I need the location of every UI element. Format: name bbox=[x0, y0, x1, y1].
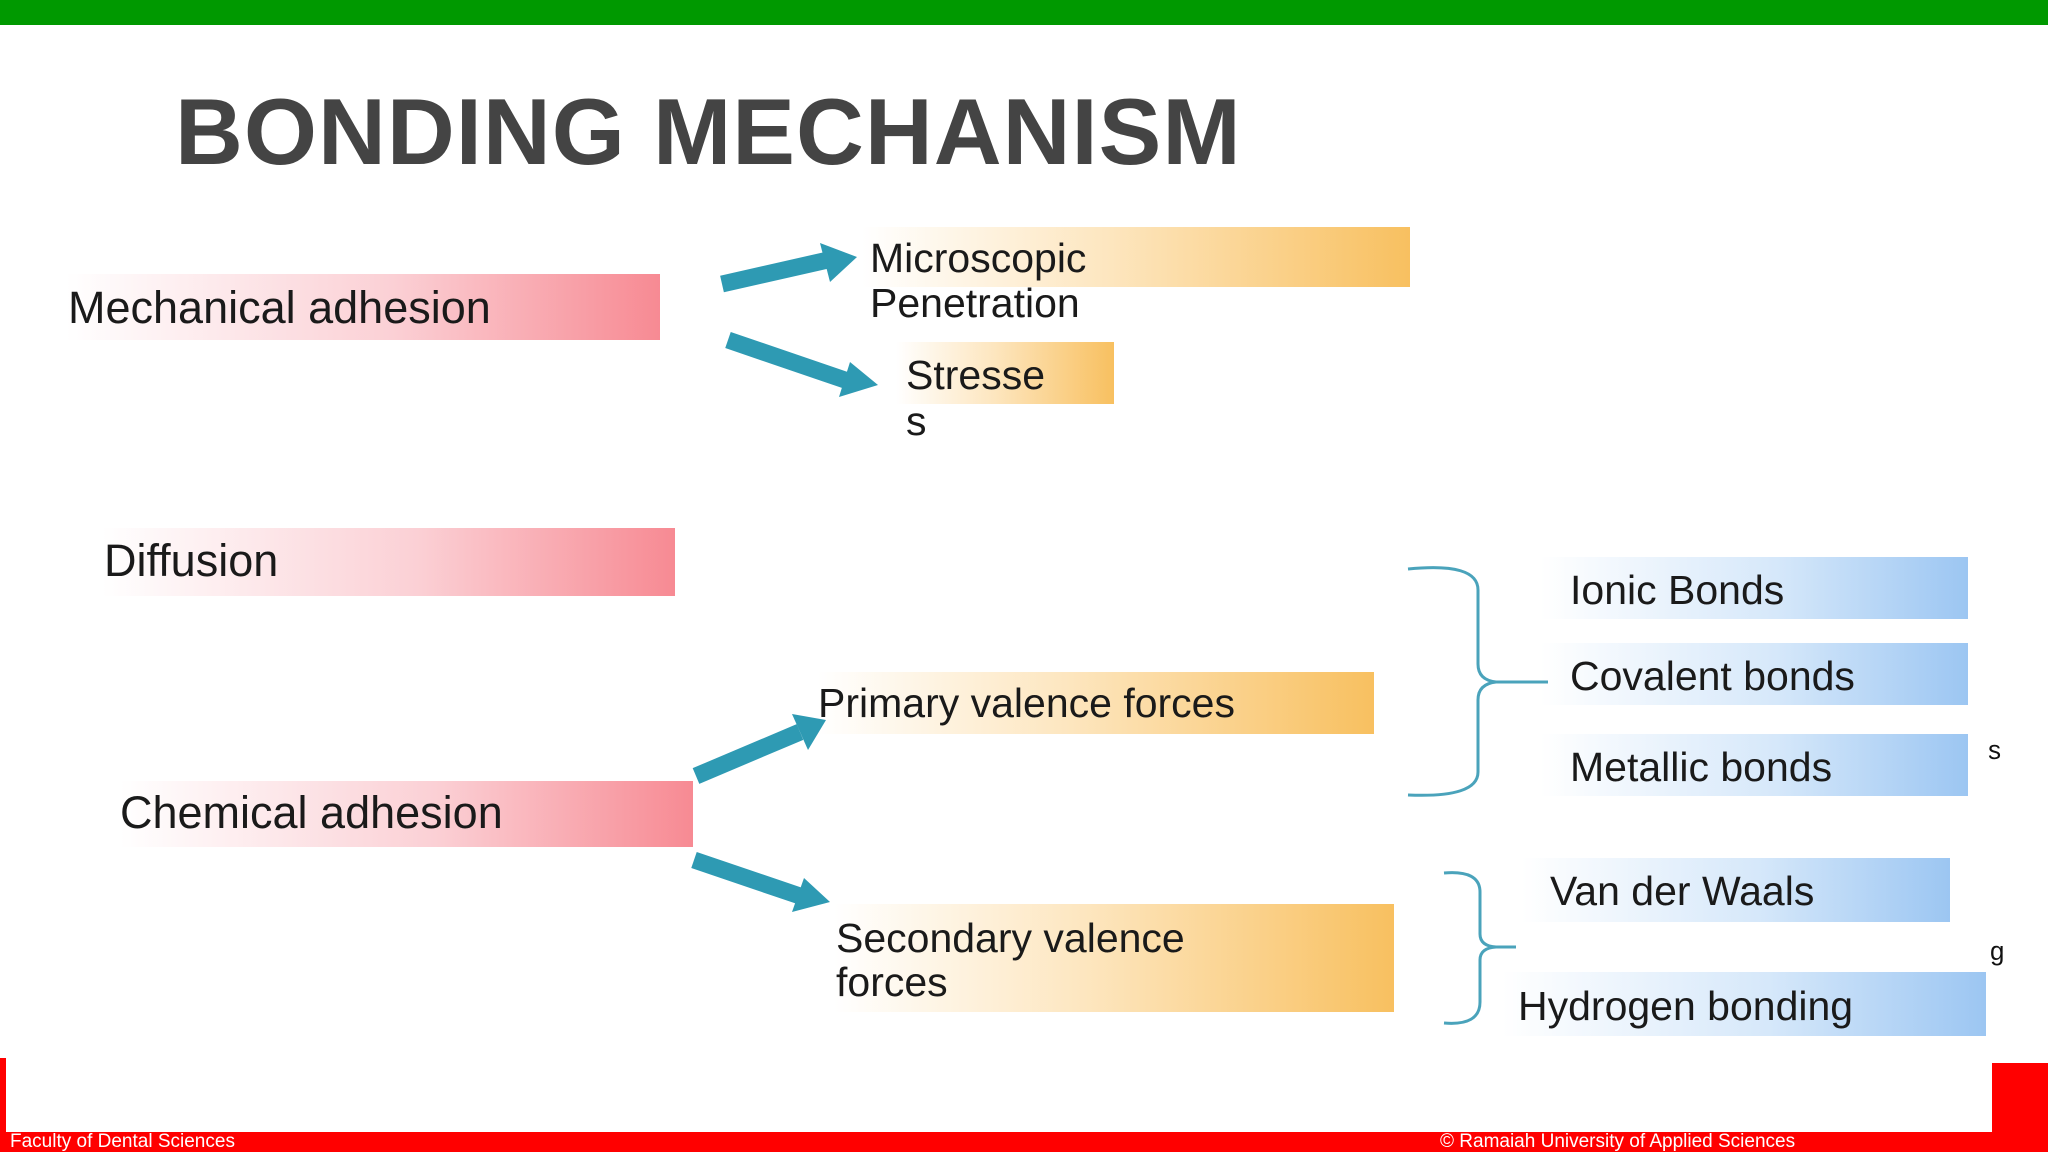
mechanical-adhesion-label: Mechanical adhesion bbox=[68, 282, 491, 333]
ionic-bonds-box bbox=[1540, 557, 1968, 619]
chemical-adhesion-box bbox=[120, 781, 693, 847]
arrow-to-stresses bbox=[725, 331, 878, 397]
footer-faculty-text: Faculty of Dental Sciences bbox=[10, 1131, 235, 1152]
arrow-to-microscopic-penetration bbox=[720, 243, 857, 293]
secondary-valence-forces-label-line1: Secondary valence bbox=[836, 915, 1185, 961]
footer-left-red-strip bbox=[0, 1058, 6, 1152]
primary-valence-forces-label: Primary valence forces bbox=[818, 680, 1235, 726]
microscopic-penetration-label-line2: Penetration bbox=[870, 280, 1080, 326]
primary-bonds-bracket bbox=[1407, 566, 1548, 797]
mechanical-adhesion-box bbox=[66, 274, 660, 340]
covalent-bonds-label: Covalent bonds bbox=[1570, 653, 1855, 699]
van-der-waals-label: Van der Waals bbox=[1550, 868, 1815, 914]
secondary-valence-forces-box bbox=[834, 904, 1394, 1012]
primary-valence-forces-box bbox=[818, 672, 1374, 734]
secondary-valence-forces-label-line2: forces bbox=[836, 959, 948, 1005]
footer-copyright-text: © Ramaiah University of Applied Sciences bbox=[1440, 1131, 1796, 1152]
stresses-label-line2: s bbox=[906, 398, 927, 444]
chemical-adhesion-label: Chemical adhesion bbox=[120, 787, 503, 838]
clipped-glyph-g: ᵍ bbox=[1990, 936, 2005, 978]
slide-title: BONDING MECHANISM bbox=[175, 79, 1242, 184]
metallic-bonds-box bbox=[1540, 734, 1968, 796]
microscopic-penetration-label-line1: Microscopic bbox=[870, 235, 1087, 281]
metallic-bonds-label: Metallic bonds bbox=[1570, 744, 1833, 790]
microscopic-penetration-box bbox=[862, 227, 1410, 287]
clipped-glyph-s: ˢ bbox=[1988, 735, 2001, 777]
arrow-to-secondary-valence-forces bbox=[691, 851, 830, 912]
stresses-label-line1: Stresse bbox=[906, 352, 1045, 398]
top-green-bar bbox=[0, 0, 2048, 25]
diffusion-label: Diffusion bbox=[104, 535, 279, 586]
footer-red-bar bbox=[0, 1132, 2048, 1152]
footer-white-panel bbox=[6, 1058, 1992, 1132]
arrow-to-primary-valence-forces bbox=[692, 714, 826, 784]
van-der-waals-box bbox=[1522, 858, 1950, 922]
stresses-box bbox=[896, 342, 1114, 404]
secondary-bonds-bracket bbox=[1443, 871, 1516, 1025]
covalent-bonds-box bbox=[1540, 643, 1968, 705]
diffusion-box bbox=[102, 528, 675, 596]
ionic-bonds-label: Ionic Bonds bbox=[1570, 567, 1785, 613]
hydrogen-bonding-label: Hydrogen bonding bbox=[1518, 983, 1854, 1029]
hydrogen-bonding-box bbox=[1502, 972, 1986, 1036]
